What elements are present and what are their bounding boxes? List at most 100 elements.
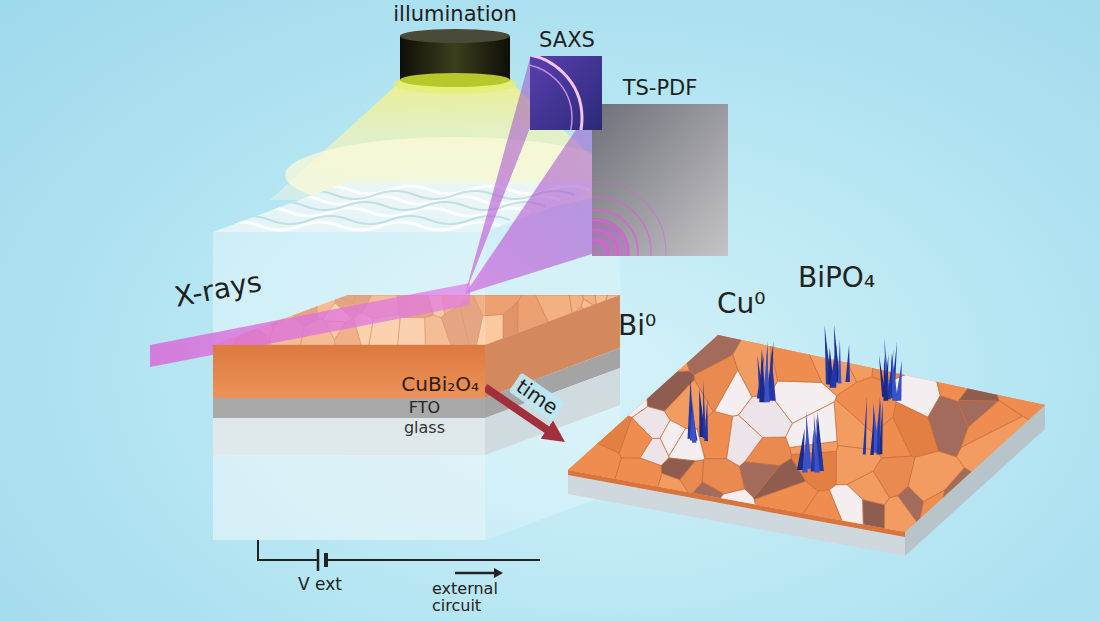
grain — [568, 335, 602, 390]
grain — [991, 354, 1045, 422]
wave — [265, 202, 545, 210]
detector-label: SAXS — [539, 28, 595, 52]
ts-pdf-panel — [526, 104, 728, 322]
grain — [568, 421, 590, 457]
needle-clusters — [688, 325, 902, 473]
needle — [769, 350, 776, 401]
grain — [936, 379, 972, 401]
grain — [594, 364, 647, 417]
grain — [786, 402, 837, 447]
rings — [592, 182, 666, 256]
wire — [258, 540, 540, 560]
phase-label: Bi⁰ — [618, 310, 656, 342]
ring — [592, 240, 608, 256]
beam-label: X-rays — [172, 266, 264, 314]
grain — [910, 335, 947, 371]
wide-angle-cone — [465, 106, 592, 294]
degraded-film-art — [568, 325, 1045, 556]
grain — [908, 451, 964, 501]
needle — [863, 396, 867, 454]
grain — [568, 385, 602, 432]
needle — [896, 360, 902, 400]
circuit — [258, 540, 540, 578]
film-top — [568, 335, 1045, 532]
ring — [592, 182, 666, 256]
grain — [615, 458, 662, 511]
grain — [992, 335, 1045, 368]
cell-bottom — [213, 455, 485, 540]
photocathode-layer: CuBi₂O₄ — [213, 345, 485, 398]
grain — [873, 456, 915, 497]
grain — [596, 479, 645, 527]
grain — [834, 400, 876, 450]
needle — [802, 432, 807, 473]
phase-label: Cu⁰ — [717, 288, 766, 320]
grain — [652, 498, 710, 532]
grain — [931, 348, 991, 382]
grain — [998, 449, 1045, 506]
needle — [876, 397, 879, 455]
needle — [704, 399, 708, 441]
lamp-top — [400, 29, 510, 43]
phase-label: BiPO₄ — [798, 262, 875, 294]
needle — [870, 411, 874, 455]
needle — [829, 345, 836, 388]
layer-label: CuBi₂O₄ — [401, 373, 479, 396]
circuit-label: external circuit — [432, 580, 532, 614]
ring — [592, 197, 651, 256]
grain — [568, 478, 591, 532]
grain — [589, 401, 631, 453]
grain — [928, 396, 968, 457]
needle — [692, 402, 696, 443]
ts-pdf-detector: TS-PDF — [592, 76, 728, 256]
grain — [945, 335, 992, 369]
layer-label: FTO — [409, 399, 440, 417]
grain — [655, 335, 689, 372]
wave — [230, 216, 510, 224]
needle — [814, 414, 820, 473]
grain — [884, 496, 919, 532]
glow — [592, 218, 630, 256]
rings — [530, 56, 582, 130]
battery-short-plate — [324, 553, 328, 567]
grain — [979, 482, 1045, 532]
grain — [661, 458, 695, 480]
battery-long-plate — [317, 549, 320, 571]
ring — [592, 210, 638, 256]
saxs-detector: SAXS — [526, 28, 608, 130]
layer-label: glass — [404, 419, 445, 437]
grain — [660, 420, 685, 456]
lamp-label: illumination — [393, 2, 517, 26]
lamp: illumination — [380, 2, 530, 82]
fto-layer: FTO — [213, 398, 485, 418]
ring — [592, 220, 628, 256]
current-arrowhead — [494, 568, 503, 578]
needle — [838, 339, 842, 383]
ring — [530, 64, 572, 130]
edge-label: time — [509, 372, 566, 421]
lamp-glow — [393, 74, 517, 94]
grain — [755, 481, 819, 532]
needle — [764, 349, 770, 402]
grain — [906, 337, 931, 375]
needle — [883, 356, 888, 401]
ring — [530, 56, 582, 130]
grain — [958, 372, 999, 401]
film-grains — [568, 335, 1045, 532]
voltage-label: V ext — [298, 575, 342, 595]
degraded-film: Bi⁰ Cu⁰ BiPO₄ — [565, 262, 1050, 562]
saxs-panel — [454, 54, 602, 182]
small-angle-cone — [465, 58, 530, 294]
grain — [591, 509, 656, 532]
detector-label: TS-PDF — [623, 76, 698, 100]
grain — [580, 481, 606, 532]
current-arrow — [455, 572, 495, 575]
lamp — [393, 29, 517, 94]
lamp-lens — [400, 73, 510, 87]
ring — [592, 230, 618, 256]
glass-substrate: glass — [213, 418, 485, 455]
needle — [845, 344, 850, 382]
